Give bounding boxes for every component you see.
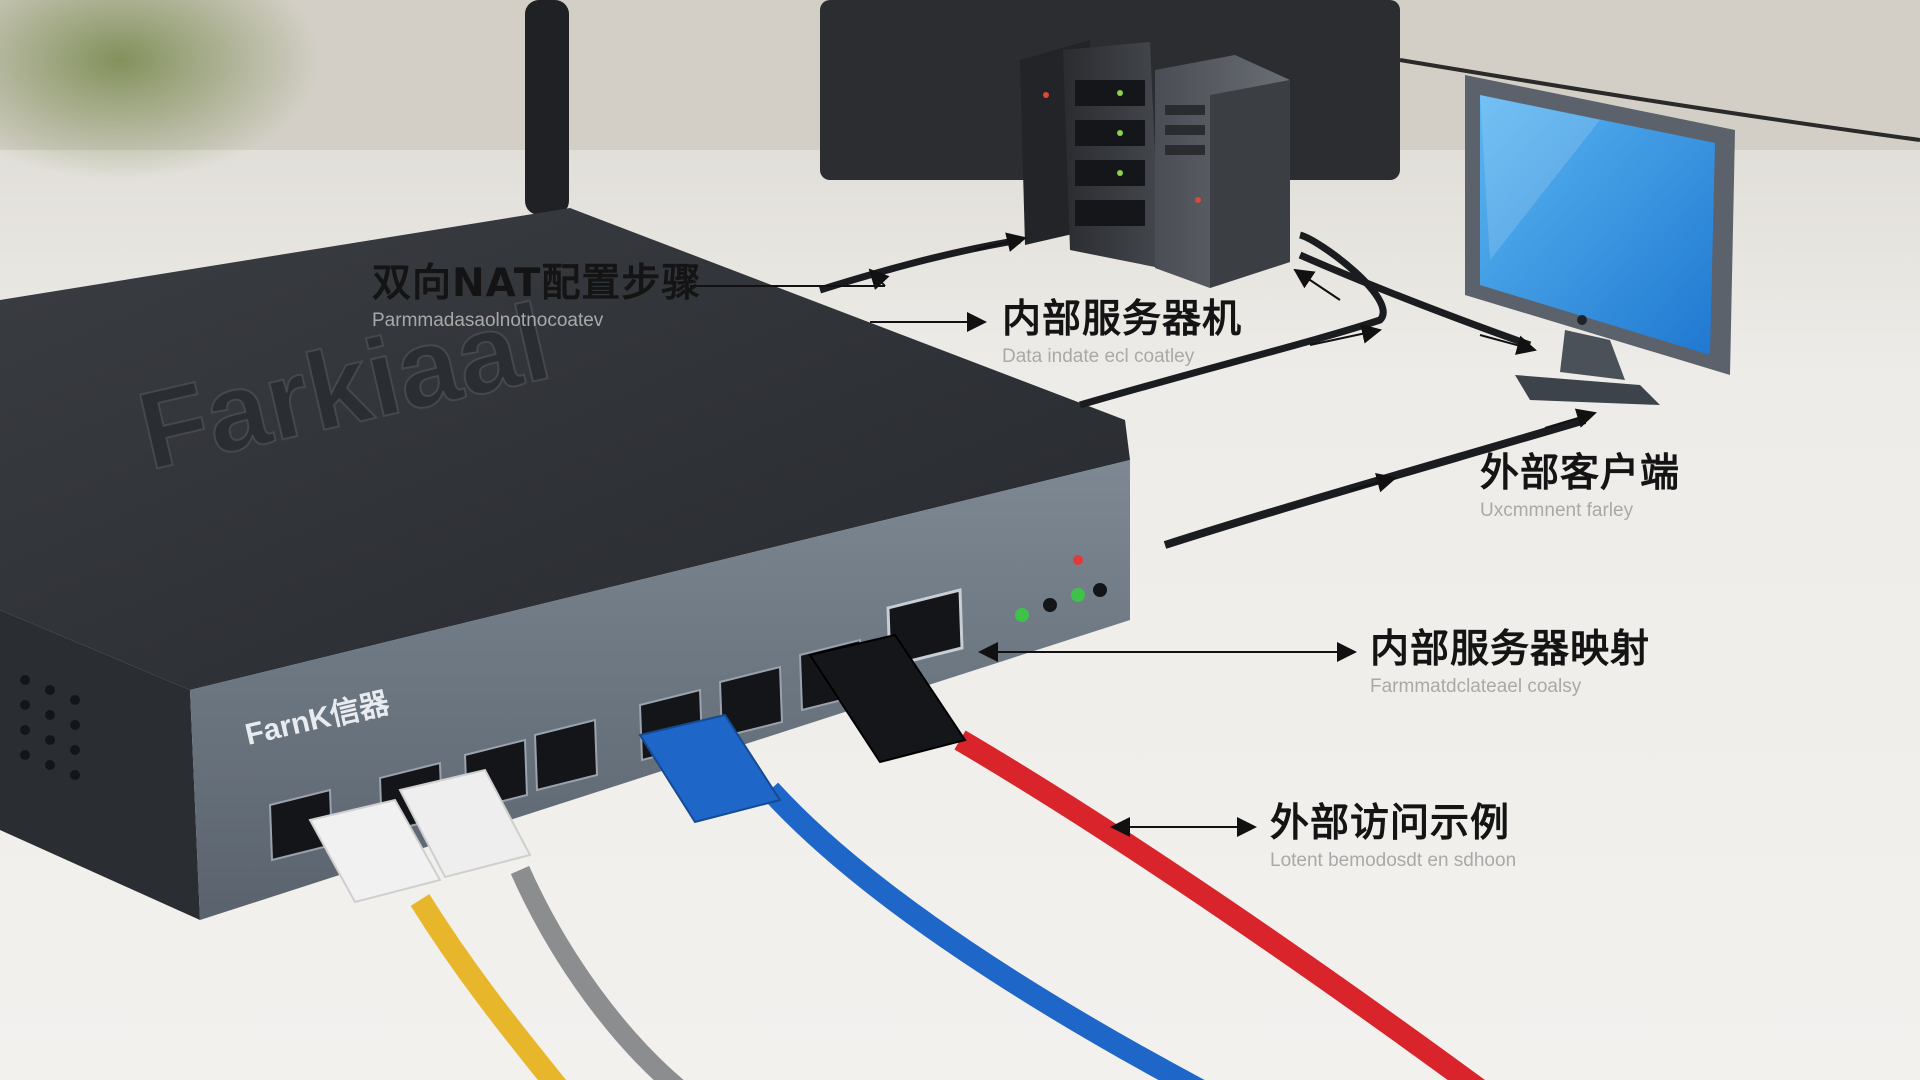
callout-access: 外部访问示例 Lotent bemodosdt en sdhoon (1270, 800, 1516, 872)
client-arrow-1 (1349, 472, 1397, 493)
vent-holes (20, 675, 80, 780)
callout-access-subtitle: Lotent bemodosdt en sdhoon (1270, 850, 1517, 871)
gray-cable (510, 865, 684, 1080)
callout-steps-subtitle: Parmmadasaolnotnocoatev (372, 310, 604, 331)
callout-mapping-title: 内部服务器映射 (1370, 627, 1651, 672)
server-to-monitor-cable (1298, 251, 1532, 349)
callout-access-title: 外部访问示例 (1270, 801, 1511, 846)
callout-steps: 双向NAT配置步骤 Parmmadasaolnotnocoatev (372, 260, 701, 332)
steps-arrow (868, 268, 890, 290)
monitor-screen (1480, 95, 1715, 355)
server-arrow-head (974, 232, 1027, 252)
black-connector (808, 633, 967, 764)
annotation-arrows (690, 232, 1597, 837)
callout-client: 外部客户端 Uxcmmnent farley (1480, 450, 1680, 522)
tower-arrow (1293, 268, 1341, 301)
router-antenna (525, 0, 569, 215)
callout-mapping-subtitle: Farmmatdclateael coalsy (1370, 676, 1582, 697)
client-arrow-2 (1544, 408, 1597, 429)
client-monitor (1465, 75, 1735, 405)
red-cable (954, 730, 1485, 1080)
monitor-base (1515, 375, 1660, 405)
cable-connectors (308, 633, 967, 904)
callout-server: 内部服务器机 Data indate ecl coatley (1002, 296, 1242, 368)
white-connector-1 (308, 798, 442, 904)
server-rack (1020, 40, 1290, 288)
monitor-stand (1560, 330, 1625, 380)
callout-client-title: 外部客户端 (1480, 451, 1681, 496)
callout-steps-title: 双向NAT配置步骤 (372, 261, 702, 306)
callout-server-title: 内部服务器机 (1002, 297, 1243, 342)
router-lid (0, 208, 1130, 690)
callout-mapping: 内部服务器映射 Farmmatdclateael coalsy (1370, 626, 1650, 698)
blue-connector (638, 713, 782, 824)
router-server-arrow (1309, 323, 1382, 346)
top-right-cable (1399, 58, 1920, 142)
blue-cable (761, 782, 1205, 1080)
status-lights (1015, 555, 1107, 622)
white-connector-2 (398, 768, 532, 879)
callout-client-subtitle: Uxcmmnent farley (1480, 500, 1634, 521)
monitor-arrow (1479, 334, 1537, 355)
port-4 (533, 718, 599, 792)
router-to-client-cable (1163, 416, 1587, 549)
callout-server-subtitle: Data indate ecl coatley (1002, 346, 1195, 367)
yellow-cable (410, 894, 567, 1080)
plant-blur (0, 0, 320, 180)
